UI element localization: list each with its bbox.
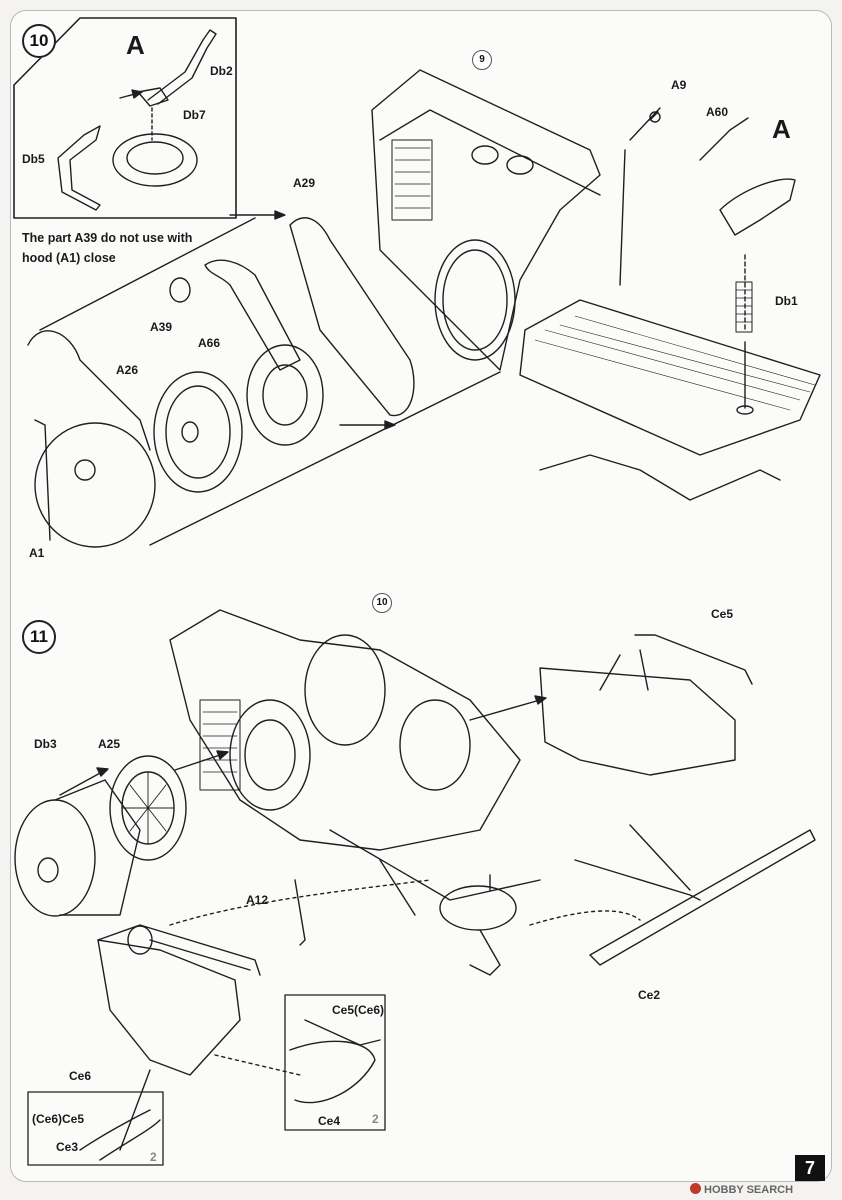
- part-label-ce6: Ce6: [69, 1069, 92, 1083]
- assembly-note: The part A39 do not use with hood (A1) c…: [22, 231, 193, 265]
- step-11-number: 11: [22, 620, 56, 654]
- part-label-a29: A29: [293, 176, 316, 190]
- part-label-ce5-ce6: Ce5(Ce6): [332, 1003, 385, 1017]
- part-label-db5: Db5: [22, 152, 45, 166]
- part-label-ce4: Ce4: [318, 1114, 341, 1128]
- step-10-number: 10: [22, 24, 56, 58]
- part-label-a26: A26: [116, 363, 139, 377]
- watermark-text: HOBBY SEARCH: [704, 1184, 794, 1196]
- quantity-badge: 2: [150, 1150, 157, 1164]
- inset-view-letter: A: [126, 30, 145, 60]
- page-number: 7: [795, 1155, 825, 1181]
- part-label-db1: Db1: [775, 294, 798, 308]
- ref-step-9: 9: [472, 50, 492, 70]
- part-label-db3: Db3: [34, 737, 57, 751]
- ref-step-10: 10: [372, 593, 392, 613]
- page-frame: [10, 10, 832, 1182]
- part-label-db2: Db2: [210, 64, 233, 78]
- quantity-badge: 2: [372, 1112, 379, 1126]
- part-label-a66: A66: [198, 336, 221, 350]
- hobby-search-logo-icon: [690, 1183, 701, 1194]
- part-label-ce5-top: Ce5: [711, 607, 734, 621]
- part-label-db7: Db7: [183, 108, 206, 122]
- part-label-a9: A9: [671, 78, 687, 92]
- part-label-a39: A39: [150, 320, 173, 334]
- watermark: HOBBY SEARCH: [690, 1183, 793, 1196]
- part-label-a25: A25: [98, 737, 121, 751]
- part-label-ce2: Ce2: [638, 988, 661, 1002]
- part-label-a60: A60: [706, 105, 729, 119]
- part-label-a12: A12: [246, 893, 269, 907]
- part-label-ce6-ce5: (Ce6)Ce5: [32, 1112, 85, 1126]
- part-label-a1: A1: [29, 546, 45, 560]
- part-label-ce3: Ce3: [56, 1140, 79, 1154]
- view-letter-a: A: [772, 114, 791, 144]
